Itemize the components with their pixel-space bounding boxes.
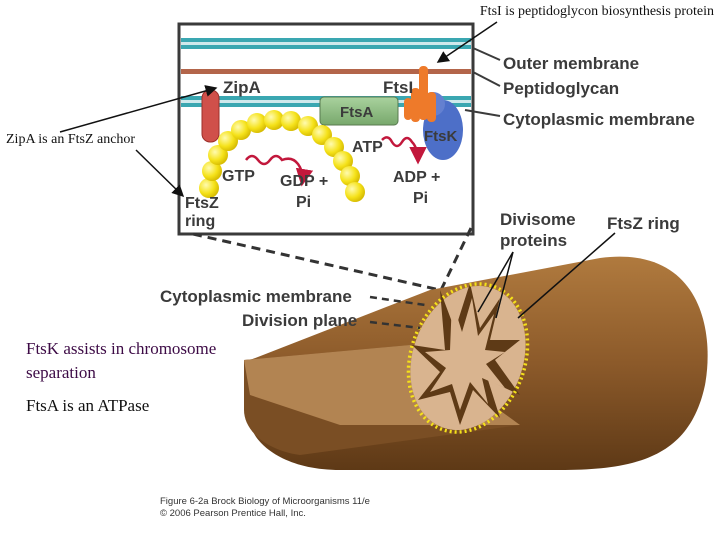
peptidoglycan-layer <box>181 69 471 74</box>
ftsk-note: FtsK assists in chromosome separation <box>26 339 217 382</box>
divisome-label-line2: proteins <box>500 231 567 250</box>
ftsk-label: FtsK <box>424 128 458 145</box>
outer-membrane-layer <box>181 38 471 42</box>
division-plane-label: Division plane <box>242 311 357 330</box>
ftsz-note-arrow <box>135 149 185 198</box>
peptidoglycan-label: Peptidoglycan <box>503 79 619 98</box>
ftsa-protein <box>319 96 399 126</box>
atp-label: ATP <box>352 139 383 156</box>
adp-label-line2: Pi <box>413 190 428 207</box>
cell-cytoplasmic-membrane-label: Cytoplasmic membrane <box>160 287 352 306</box>
ftsa-note: FtsA is an ATPase <box>26 396 150 415</box>
ftsz-label-line1: FtsZ <box>185 195 219 212</box>
bacterial-cell <box>244 256 708 470</box>
gtp-hydrolysis-arrow <box>245 154 314 187</box>
gtp-label: GTP <box>222 168 255 185</box>
zipa-label: ZipA <box>223 78 261 97</box>
divisome-label-line1: Divisome <box>500 210 576 229</box>
outer-membrane-label: Outer membrane <box>503 54 639 73</box>
ftsi-note: FtsI is peptidoglycon biosynthesis prote… <box>479 4 714 19</box>
figure-credit: Figure 6-2a Brock Biology of Microorgani… <box>160 496 370 520</box>
zipa-note: ZipA is an FtsZ anchor <box>6 132 136 147</box>
zoom-line-right <box>439 227 473 291</box>
ftsa-label: FtsA <box>340 104 374 121</box>
ftsz-label-line2: ring <box>185 213 215 230</box>
ftsi-note-arrow <box>436 21 498 63</box>
zipa-note-arrow <box>59 85 218 133</box>
credit-line2: © 2006 Pearson Prentice Hall, Inc. <box>160 508 306 519</box>
adp-label-line1: ADP + <box>393 169 440 186</box>
credit-line1: Figure 6-2a Brock Biology of Microorgani… <box>160 496 370 507</box>
ftsz-filament <box>199 110 365 202</box>
ftsz-ring-dots <box>406 282 530 434</box>
zipa-protein <box>201 89 220 143</box>
gdp-label-line1: GDP + <box>280 173 328 190</box>
zoom-line-left <box>192 232 441 292</box>
ftsi-label: FtsI <box>383 78 413 97</box>
ftsz-ring-label: FtsZ ring <box>607 214 680 233</box>
gdp-label-line2: Pi <box>296 194 311 211</box>
atp-hydrolysis-arrow <box>381 136 427 165</box>
cytoplasmic-membrane-label: Cytoplasmic membrane <box>503 110 695 129</box>
ftsi-protein <box>404 66 436 122</box>
